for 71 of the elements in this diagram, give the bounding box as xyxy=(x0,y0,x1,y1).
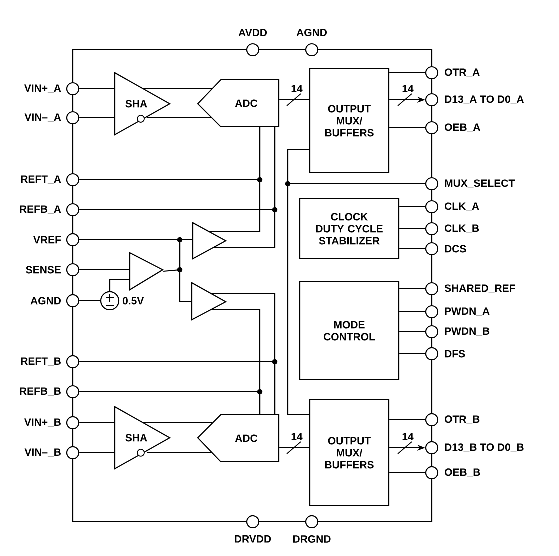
pin-label: AGND xyxy=(296,29,328,36)
block-box: OUTPUT MUX/ BUFFERS xyxy=(309,399,390,507)
wire xyxy=(400,353,426,355)
wire xyxy=(280,94,310,106)
pin-label: CLK_A xyxy=(444,202,480,212)
wire xyxy=(390,127,426,129)
wire xyxy=(210,128,261,233)
wire xyxy=(164,239,192,273)
pin-label: OTR_A xyxy=(444,68,480,78)
wire xyxy=(80,359,278,414)
pin-label: REFB_B xyxy=(20,388,61,396)
pin-label: DRGND xyxy=(293,536,331,543)
pin-label: AGND xyxy=(30,297,61,305)
pin-label: DFS xyxy=(445,350,466,358)
wire xyxy=(80,269,130,271)
bus-width-label: 14 xyxy=(402,85,414,92)
wire xyxy=(390,472,426,474)
pin-label: REFB_A xyxy=(20,206,62,214)
pin-label: VIN–_B xyxy=(24,448,61,458)
bus-width-label: 14 xyxy=(402,433,414,440)
block-box: CLOCK DUTY CYCLE STABILIZER xyxy=(299,198,400,260)
pin-label: VREF xyxy=(34,236,62,244)
pin-label: PWDN_B xyxy=(445,328,490,336)
pin-label: CLK_B xyxy=(444,224,480,234)
pin-label: OEB_B xyxy=(444,468,480,478)
pin-label: AVDD xyxy=(238,29,268,36)
pin-label: SHARED_REF xyxy=(444,284,516,294)
wire xyxy=(400,228,426,230)
bus-width-label: 14 xyxy=(292,433,303,440)
adc-block: ADC xyxy=(197,79,280,128)
wire xyxy=(400,331,426,333)
pin-label: D13_A TO D0_A xyxy=(445,96,524,104)
wire xyxy=(80,239,192,303)
wire xyxy=(147,452,212,454)
wire xyxy=(80,88,114,90)
wire xyxy=(400,288,426,290)
wire xyxy=(109,279,130,292)
pin-label: PWDN_A xyxy=(445,308,490,316)
pin-label: REFT_A xyxy=(21,176,62,184)
wire xyxy=(390,419,426,421)
pin-label: SENSE xyxy=(26,266,62,274)
pin-label: OTR_B xyxy=(444,416,480,424)
pin-label: VIN–_A xyxy=(24,114,62,122)
wire xyxy=(80,117,114,119)
wire xyxy=(390,72,426,74)
adc-block: ADC xyxy=(197,414,280,463)
wire xyxy=(143,88,212,90)
pin-label: OEB_A xyxy=(444,124,480,132)
pin-label: MUX_SELECT xyxy=(445,180,516,188)
block-box: MODE CONTROL xyxy=(299,281,400,381)
wire xyxy=(147,117,212,119)
pin-label: DCS xyxy=(445,245,466,253)
wire xyxy=(400,206,426,208)
pin-label: DRVDD xyxy=(235,536,272,543)
block-box: OUTPUT MUX/ BUFFERS xyxy=(309,68,390,174)
pin-label: D13_B TO D0_B xyxy=(445,444,524,452)
pin-label: VIN+_A xyxy=(24,84,62,94)
source-label: 0.5V xyxy=(122,297,144,305)
pin-label: REFT_B xyxy=(21,358,61,366)
wire xyxy=(80,389,263,414)
wire xyxy=(287,183,426,416)
pin-label: VIN+_B xyxy=(24,418,61,428)
wire xyxy=(280,442,310,454)
wire xyxy=(400,248,426,250)
wire xyxy=(143,422,212,424)
wire xyxy=(80,422,114,424)
wire xyxy=(400,311,426,313)
bus-width-label: 14 xyxy=(292,85,303,92)
wire xyxy=(213,128,276,249)
wire xyxy=(80,300,100,302)
wire xyxy=(80,452,114,454)
